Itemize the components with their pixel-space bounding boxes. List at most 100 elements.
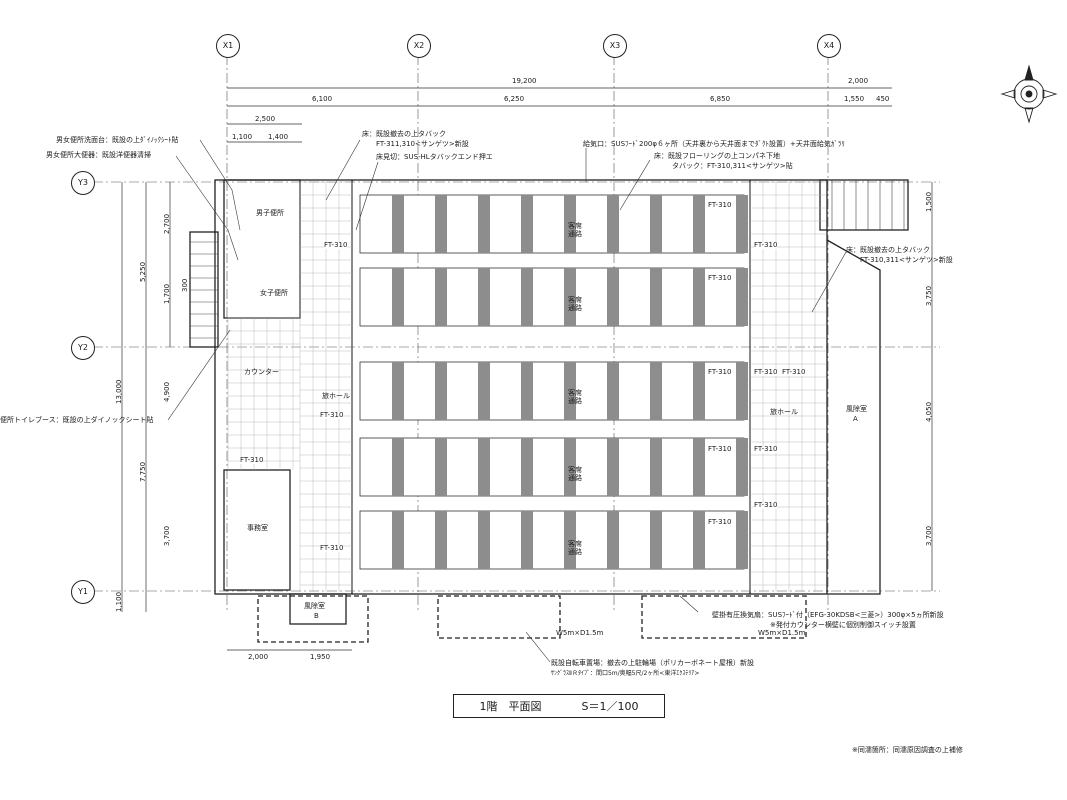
tile-code: FT-310 bbox=[320, 544, 344, 552]
seat-column bbox=[564, 438, 576, 496]
seat-row bbox=[359, 437, 745, 497]
grid-axis-x4: X4 bbox=[817, 34, 841, 58]
tile-code: FT-310 bbox=[754, 241, 778, 249]
seat-column bbox=[521, 362, 533, 420]
dim-right-3: 4,050 bbox=[925, 401, 933, 422]
dim-top-span-5: 450 bbox=[876, 95, 890, 103]
seat-column bbox=[478, 511, 490, 569]
room-wind-a-label: 風除室 bbox=[846, 405, 867, 413]
seat-column bbox=[392, 195, 404, 253]
room-counter: カウンター bbox=[244, 368, 279, 376]
dim-top-span-2: 6,250 bbox=[504, 95, 525, 103]
seat-column bbox=[478, 438, 490, 496]
note-booth: 便所トイレブース：既設の上ダイノックシート貼 bbox=[0, 416, 154, 424]
room-hall-right: 旅ホール bbox=[770, 408, 798, 416]
dim-left-e: 3,700 bbox=[163, 525, 171, 546]
room-womens-toilet: 女子便所 bbox=[260, 289, 288, 297]
dim-top-left-3: 1,400 bbox=[268, 133, 289, 141]
seat-column bbox=[693, 511, 705, 569]
dim-bottom-1: 2,000 bbox=[248, 653, 269, 661]
seat-column bbox=[521, 511, 533, 569]
seat-column bbox=[435, 362, 447, 420]
room-mens-toilet: 男子便所 bbox=[256, 209, 284, 217]
seat-column bbox=[392, 438, 404, 496]
dim-top-span-3: 6,850 bbox=[710, 95, 731, 103]
grid-axis-x1: X1 bbox=[216, 34, 240, 58]
staircase-lines bbox=[190, 180, 905, 339]
aisle-label-5: 客席通路 bbox=[568, 540, 582, 557]
seat-column bbox=[736, 268, 748, 326]
tile-code: FT-310 bbox=[708, 445, 732, 453]
note-air-inlet: 給気口：SUSﾌｰﾄﾞ200φ６ヶ所（天井裏から天井面までﾀﾞｸﾄ設置）+天井面… bbox=[583, 140, 845, 148]
grid-axis-y3: Y3 bbox=[71, 171, 95, 195]
tile-code: FT-310 bbox=[708, 201, 732, 209]
tile-code: FT-310 bbox=[708, 518, 732, 526]
dim-right-1: 1,500 bbox=[925, 191, 933, 212]
opening-right: W5m×D1.5m bbox=[758, 629, 806, 637]
seat-column bbox=[693, 362, 705, 420]
seat-row bbox=[359, 361, 745, 421]
grid-axis-x3: X3 bbox=[603, 34, 627, 58]
note-bike-2: ｻﾝｸﾞﾗｽⅡＲﾀｲﾌﾟ：間口5m/奥幅5尺/2ヶ所<東洋ｴｸｽﾃﾘｱ> bbox=[551, 670, 700, 677]
note-toilet: 男女便所大便器：既設洋便器清掃 bbox=[46, 151, 151, 159]
note-fan-2: ※発付カウンター横壁に個別制御スイッチ設置 bbox=[770, 621, 916, 629]
grid-axis-y2: Y2 bbox=[71, 336, 95, 360]
note-bike-1: 既設自転車置場：撤去の上駐輪場（ポリカーボネート屋根）新設 bbox=[551, 659, 754, 667]
room-office: 事務室 bbox=[247, 524, 268, 532]
tile-code: FT-310 bbox=[240, 456, 264, 464]
dim-right-4: 3,700 bbox=[925, 525, 933, 546]
footnote: ※同濡箇所：同濡原因調査の上補修 bbox=[852, 746, 963, 754]
dim-left-c: 300 bbox=[181, 278, 189, 292]
seat-column bbox=[564, 268, 576, 326]
dim-top-span-1: 6,100 bbox=[312, 95, 333, 103]
room-hall-left: 旅ホール bbox=[322, 392, 350, 400]
seat-column bbox=[564, 511, 576, 569]
dim-left-lower: 7,750 bbox=[139, 461, 147, 482]
seat-column bbox=[607, 268, 619, 326]
dim-left-a: 2,700 bbox=[163, 213, 171, 234]
tile-code: FT-310 bbox=[708, 274, 732, 282]
seat-column bbox=[435, 511, 447, 569]
aisle-label-3: 客席通路 bbox=[568, 389, 582, 406]
seat-column bbox=[650, 362, 662, 420]
seat-column bbox=[693, 195, 705, 253]
aisle-label-1: 客席通路 bbox=[568, 222, 582, 239]
seat-column bbox=[607, 195, 619, 253]
seat-column bbox=[736, 195, 748, 253]
dimension-lines bbox=[121, 87, 933, 651]
dim-right-2: 3,750 bbox=[925, 285, 933, 306]
note-floor-right-2: FT-310,311<サンゲツ>新設 bbox=[860, 256, 953, 264]
seat-row bbox=[359, 194, 745, 254]
room-wind-b-letter: B bbox=[314, 612, 319, 620]
note-skirting: 床見切：SUS-HLタバックエンド押エ bbox=[376, 153, 493, 161]
seat-row bbox=[359, 267, 745, 327]
seat-column bbox=[650, 511, 662, 569]
note-floor-left-1: 床：既設撤去の上タバック bbox=[362, 130, 446, 138]
seat-column bbox=[736, 438, 748, 496]
tile-code: FT-310 bbox=[324, 241, 348, 249]
note-floor-mid-1: 床：既設フローリングの上コンパネ下地 bbox=[654, 152, 780, 160]
seat-column bbox=[607, 362, 619, 420]
dim-left-upper: 5,250 bbox=[139, 261, 147, 282]
tile-code: FT-310 bbox=[320, 411, 344, 419]
leader-lines bbox=[167, 139, 847, 663]
seat-column bbox=[521, 268, 533, 326]
dim-top-overall: 19,200 bbox=[512, 77, 537, 85]
seat-column bbox=[650, 438, 662, 496]
seat-column bbox=[478, 195, 490, 253]
seat-column bbox=[736, 362, 748, 420]
note-floor-mid-2: タバック：FT-310,311<サンゲツ>貼 bbox=[672, 162, 793, 170]
dim-left-f: 1,100 bbox=[115, 591, 123, 612]
seat-column bbox=[435, 268, 447, 326]
tile-code: FT-310 bbox=[754, 445, 778, 453]
note-washbasin: 男女便所洗面台：既設の上ﾀﾞｲﾉｯｸｼｰﾄ貼 bbox=[56, 136, 179, 144]
dim-top-right-overall: 2,000 bbox=[848, 77, 869, 85]
tile-code: FT-310 bbox=[754, 368, 778, 376]
seat-column bbox=[521, 195, 533, 253]
dim-top-left-1: 2,500 bbox=[255, 115, 276, 123]
dim-left-overall: 13,000 bbox=[115, 379, 123, 405]
seat-column bbox=[564, 195, 576, 253]
seat-column bbox=[736, 511, 748, 569]
tile-code: FT-310 bbox=[754, 501, 778, 509]
